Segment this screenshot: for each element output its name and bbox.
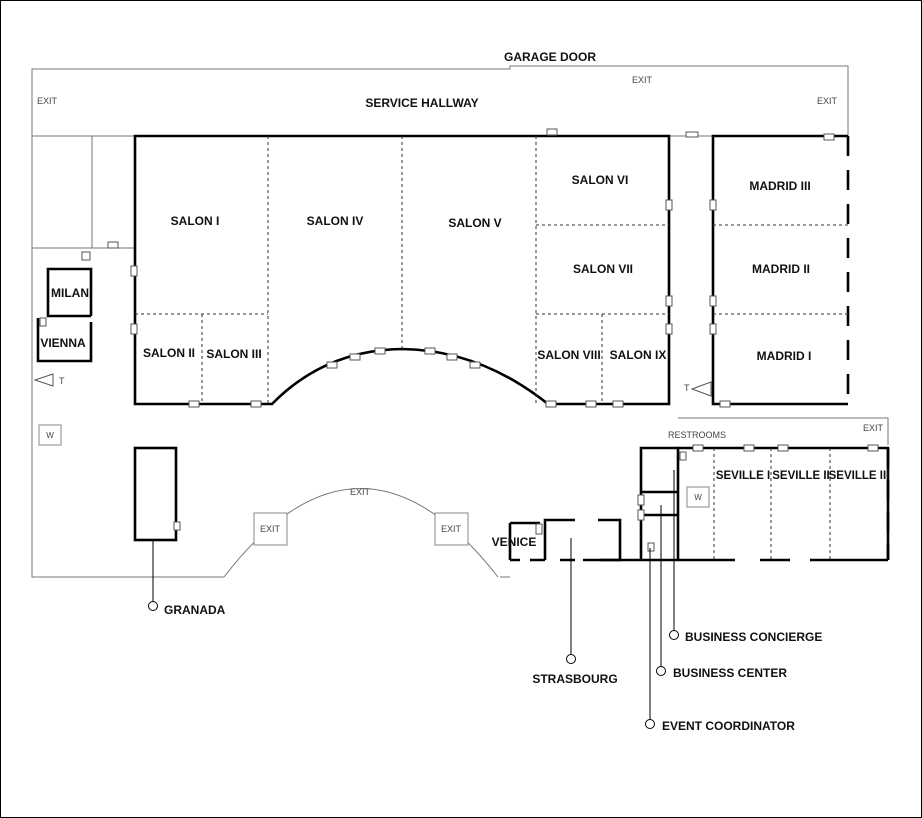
salon-block-walls — [133, 134, 671, 406]
exit-label-left-box: EXIT — [260, 524, 281, 534]
salon-2-label: SALON II — [143, 346, 195, 360]
leader-lines — [148, 470, 679, 729]
exit-label-northeast: EXIT — [817, 96, 838, 106]
east-corridor — [848, 417, 889, 445]
venice-walls — [508, 521, 545, 562]
telephone-west-icon — [33, 373, 54, 387]
exit-label-right-box: EXIT — [441, 524, 462, 534]
exit-box-left — [253, 512, 288, 546]
granada-walls — [133, 446, 178, 542]
restrooms-label: RESTROOMS — [668, 430, 726, 440]
building-outline — [31, 65, 849, 578]
milan-label: MILAN — [51, 286, 89, 300]
business-block-walls — [639, 446, 680, 560]
water-west-icon — [38, 424, 62, 446]
strasbourg-label: STRASBOURG — [532, 672, 617, 686]
door-marks — [39, 128, 879, 552]
exit-label-northwest: EXIT — [37, 96, 58, 106]
madrid-1-label: MADRID I — [757, 349, 812, 363]
exit-label-top: EXIT — [632, 75, 653, 85]
telephone-east-label: T — [684, 383, 690, 393]
water-west-label: W — [46, 431, 54, 440]
exit-label-east: EXIT — [863, 423, 884, 433]
salon-8-label: SALON VIII — [537, 348, 600, 362]
vienna-walls — [36, 318, 93, 363]
granada-label: GRANADA — [164, 603, 226, 617]
business-concierge-label: BUSINESS CONCIERGE — [685, 630, 822, 644]
service-hallway-label: SERVICE HALLWAY — [365, 96, 478, 110]
business-center-label: BUSINESS CENTER — [673, 666, 787, 680]
salon-4-label: SALON IV — [307, 214, 364, 228]
venice-label: VENICE — [492, 535, 537, 549]
madrid-2-label: MADRID II — [752, 262, 810, 276]
seville-2-label: SEVILLE II — [772, 470, 830, 482]
water-east-label: W — [694, 493, 702, 502]
strasbourg-walls — [543, 518, 622, 562]
seville-1-label: SEVILLE I — [716, 470, 770, 482]
milan-walls — [46, 267, 93, 318]
salon-3-label: SALON III — [206, 347, 261, 361]
exit-label-entrance: EXIT — [350, 487, 371, 497]
water-east-icon — [686, 486, 710, 508]
garage-door-label: GARAGE DOOR — [504, 50, 596, 64]
seville-3-label: SEVILLE III — [829, 470, 890, 482]
vienna-label: VIENNA — [40, 336, 86, 350]
telephone-east-icon — [690, 381, 712, 397]
salon-6-label: SALON VI — [572, 173, 629, 187]
event-coordinator-label: EVENT COORDINATOR — [662, 719, 795, 733]
salon-5-label: SALON V — [448, 216, 501, 230]
salon-1-label: SALON I — [171, 214, 220, 228]
exit-box-right — [434, 512, 469, 546]
madrid-3-label: MADRID III — [749, 179, 810, 193]
salon-7-label: SALON VII — [573, 262, 633, 276]
telephone-west-label: T — [59, 376, 65, 386]
salon-9-label: SALON IX — [610, 348, 667, 362]
seville-block-walls — [583, 446, 890, 562]
madrid-block-walls — [711, 134, 848, 406]
